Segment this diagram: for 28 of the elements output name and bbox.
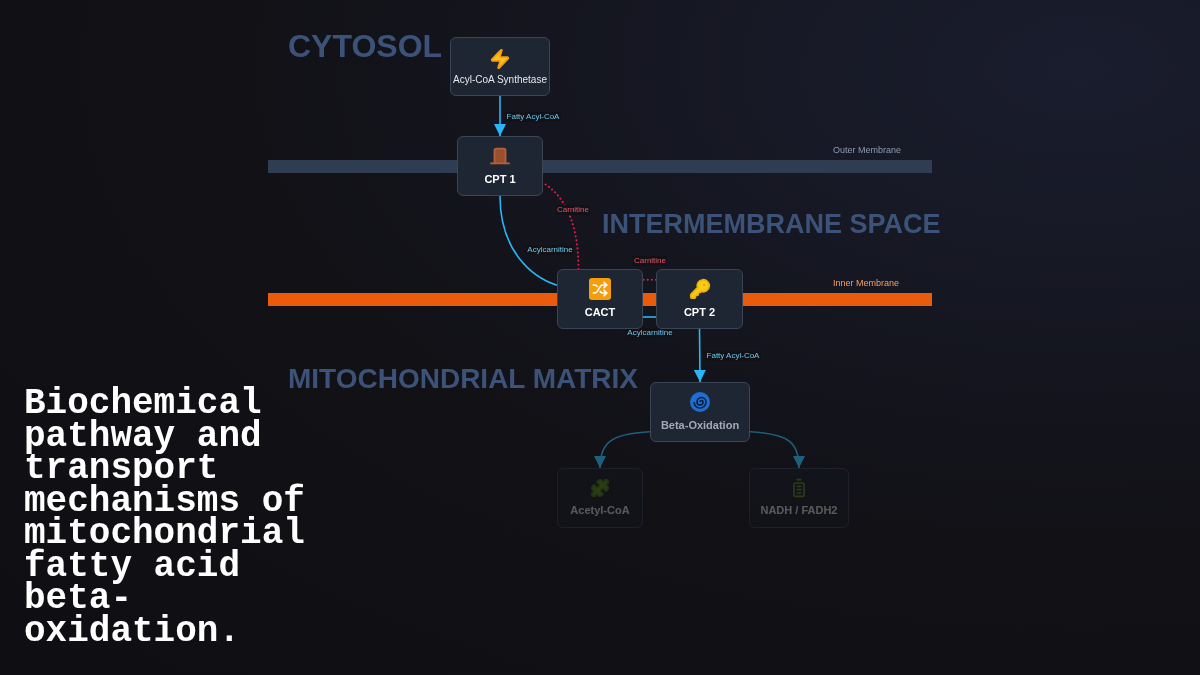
edge-label: Carnitine xyxy=(556,205,590,215)
node-label: CPT 1 xyxy=(484,171,516,187)
process-box xyxy=(749,468,849,528)
node-label: CPT 2 xyxy=(683,304,716,320)
edge-label: Fatty Acyl-CoA xyxy=(705,351,761,361)
arrow xyxy=(749,431,805,469)
process-box xyxy=(450,37,550,96)
node-label: CACT xyxy=(584,304,616,320)
arrow xyxy=(594,431,651,469)
node-label: Acyl-CoA Synthetase xyxy=(453,73,547,86)
arrow xyxy=(693,328,706,383)
process-box xyxy=(557,468,643,528)
process-box xyxy=(656,269,743,329)
edge-label: Acylcarnitine xyxy=(526,245,574,255)
process-box xyxy=(650,382,750,442)
node-label: NADH / FADH2 xyxy=(760,502,838,518)
node-label: Acetyl-CoA xyxy=(570,502,630,518)
process-box xyxy=(557,269,643,329)
node-label: Beta-Oxidation xyxy=(660,417,740,433)
membrane-label: Outer Membrane xyxy=(833,144,902,157)
region-label: INTERMEMBRANE SPACE xyxy=(602,208,941,241)
process-box xyxy=(457,136,543,196)
region-label: CYTOSOL xyxy=(288,27,443,66)
edge-label: Fatty Acyl-CoA xyxy=(505,112,561,122)
membrane-label: Inner Membrane xyxy=(833,277,900,290)
arrow xyxy=(494,95,506,137)
edge-label: Carnitine xyxy=(633,256,667,266)
edge-label: Acylcarnitine xyxy=(626,328,674,338)
